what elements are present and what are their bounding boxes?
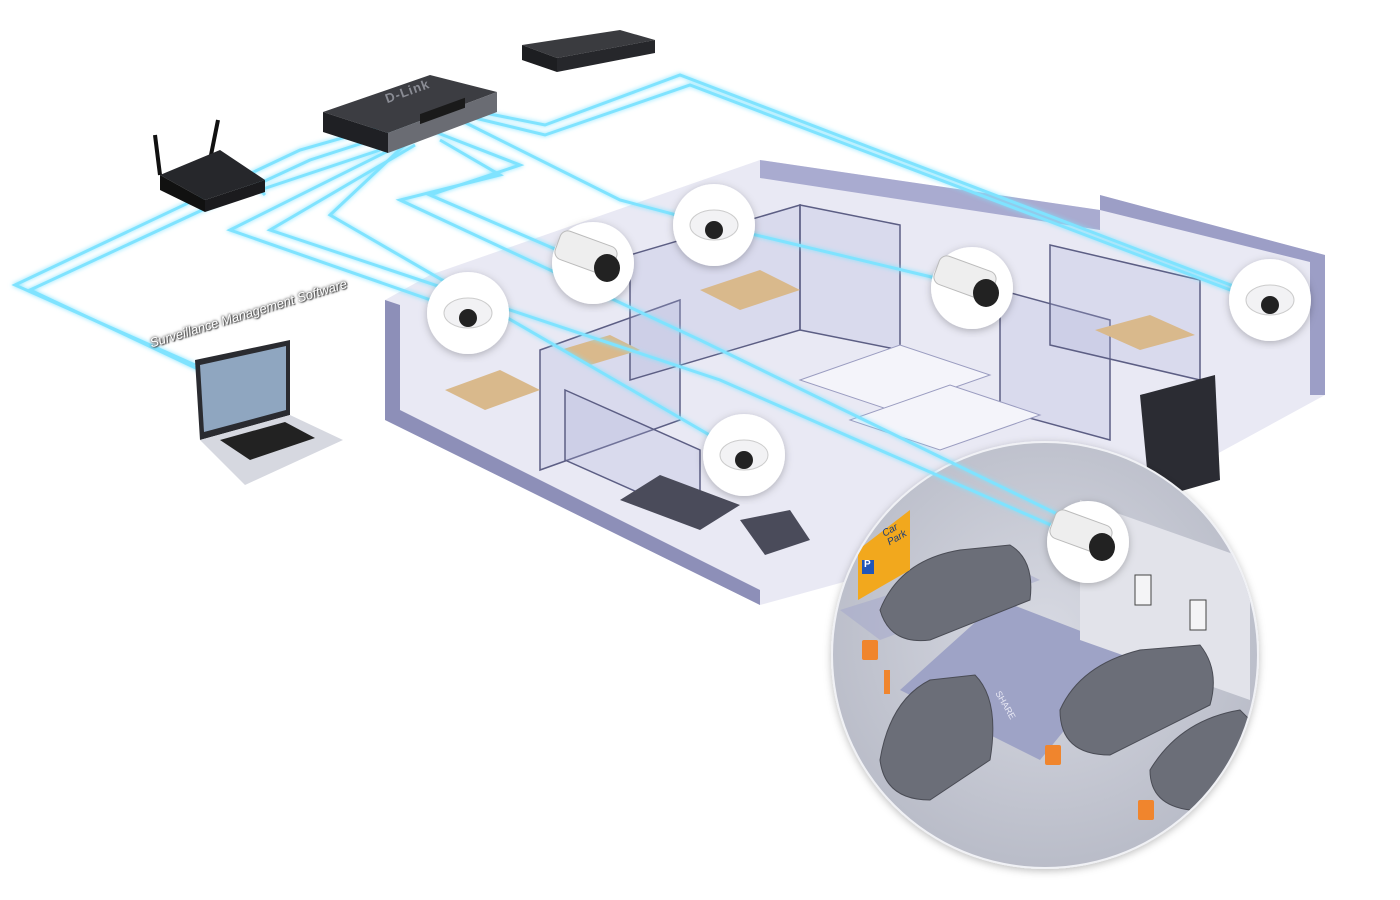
parking-symbol: P [864, 559, 871, 570]
bullet-camera [931, 247, 1013, 329]
car-park-sign [858, 510, 910, 600]
network-video-recorder [522, 30, 655, 72]
car-park-inset [831, 441, 1259, 869]
wireless-router [153, 119, 265, 212]
laptop [195, 340, 343, 485]
network-cables [11, 73, 1271, 542]
dome-camera [703, 414, 785, 496]
dome-camera [427, 272, 509, 354]
cameras [427, 184, 1311, 583]
bullet-camera [1047, 501, 1129, 583]
dome-camera [673, 184, 755, 266]
bullet-camera [552, 222, 634, 304]
dome-camera [1229, 259, 1311, 341]
poe-switch [323, 75, 497, 153]
